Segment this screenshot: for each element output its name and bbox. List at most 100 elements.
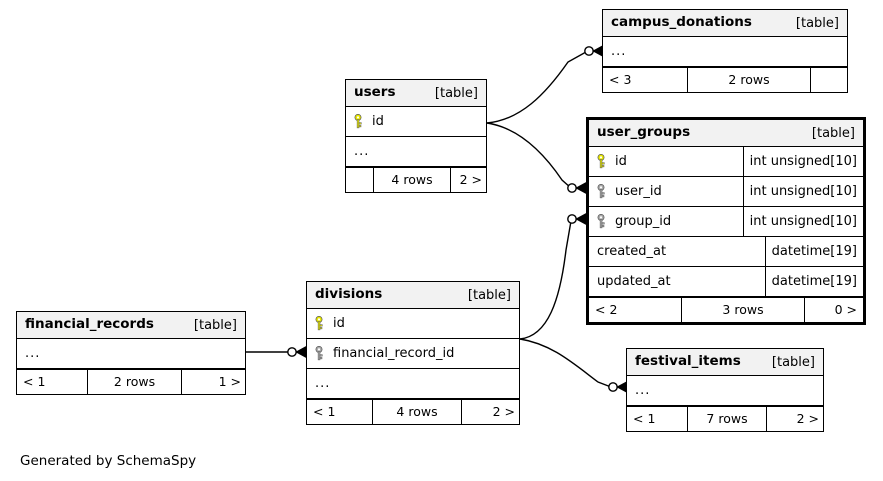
footer-prev-link[interactable]: < 2 — [595, 301, 618, 317]
footer-row-count: 2 rows — [687, 68, 811, 92]
footer-next-link[interactable]: 2 > — [492, 403, 515, 419]
table-header-festival_items[interactable]: festival_items [table] — [627, 349, 823, 376]
table-title-campus_donations: campus_donations — [611, 14, 752, 31]
table-node-users[interactable]: users [table] id...4 rows 2 > — [345, 79, 487, 193]
cardinality-zero-circle-icon — [567, 214, 577, 224]
column-label: id — [372, 114, 384, 129]
table-row-column[interactable]: financial_record_id — [307, 339, 519, 369]
primary-key-icon — [315, 316, 326, 331]
table-header-user_groups[interactable]: user_groups [table] — [589, 120, 863, 147]
column-name-cell: id — [346, 114, 486, 129]
foreign-key-icon — [315, 346, 326, 361]
column-label: id — [333, 316, 345, 331]
footer-prev-link[interactable]: < 1 — [633, 410, 656, 426]
column-name-cell: user_id — [589, 184, 743, 199]
column-type-cell: int unsigned[10] — [742, 177, 863, 206]
table-title-users: users — [354, 84, 396, 101]
relationship-users-to-user_groups-user_id — [486, 122, 590, 196]
table-header-divisions[interactable]: divisions [table] — [307, 282, 519, 309]
table-title-festival_items: festival_items — [635, 353, 741, 370]
footer-prev-link[interactable]: < 1 — [313, 403, 336, 419]
column-ellipsis: ... — [635, 383, 651, 398]
footer-prev-link[interactable]: < 3 — [609, 71, 632, 87]
column-label: user_id — [615, 184, 662, 199]
relationship-line — [486, 51, 587, 124]
column-label: financial_record_id — [333, 346, 455, 361]
cardinality-zero-circle-icon — [584, 46, 594, 56]
table-title-user_groups: user_groups — [597, 124, 691, 141]
table-kind-label-user_groups: [table] — [811, 125, 855, 141]
footer-row-count: 4 rows — [372, 400, 462, 424]
table-header-financial_records[interactable]: financial_records [table] — [17, 312, 245, 339]
table-kind-label-festival_items: [table] — [771, 354, 815, 370]
column-label: created_at — [597, 245, 667, 258]
column-type-cell: int unsigned[10] — [742, 207, 863, 236]
footer-next-link[interactable]: 2 > — [796, 410, 819, 426]
table-footer-festival_items: < 1 7 rows 2 > — [627, 406, 823, 431]
column-ellipsis: ... — [611, 44, 627, 59]
table-node-campus_donations[interactable]: campus_donations [table]... < 3 2 rows — [602, 9, 848, 93]
foreign-key-icon — [597, 214, 608, 229]
table-title-financial_records: financial_records — [25, 316, 154, 333]
table-row-column[interactable]: id — [346, 107, 486, 137]
table-row-more[interactable]: ... — [627, 376, 823, 406]
relationship-line — [519, 220, 572, 340]
footer-row-count: 4 rows — [373, 168, 451, 192]
table-row-more[interactable]: ... — [307, 369, 519, 399]
schemaspy-credit: Generated by SchemaSpy — [20, 453, 197, 469]
column-name-cell: created_at — [589, 245, 765, 258]
footer-row-count: 2 rows — [87, 370, 182, 394]
primary-key-icon — [597, 154, 608, 169]
table-row-column[interactable]: id — [307, 309, 519, 339]
table-title-divisions: divisions — [315, 286, 383, 303]
footer-next-link[interactable]: 2 > — [459, 171, 482, 187]
footer-next-link[interactable] — [811, 68, 849, 92]
cardinality-zero-circle-icon — [608, 382, 618, 392]
column-type-cell: datetime[19] — [764, 267, 863, 296]
primary-key-icon — [354, 114, 365, 129]
table-kind-label-users: [table] — [434, 85, 478, 101]
table-kind-label-campus_donations: [table] — [795, 15, 839, 31]
column-name-cell: updated_at — [589, 275, 765, 288]
table-row-column[interactable]: group_id int unsigned[10] — [589, 207, 863, 237]
column-name-cell: id — [307, 316, 519, 331]
column-name-cell: group_id — [589, 214, 743, 229]
foreign-key-icon — [597, 184, 608, 199]
relationship-divisions-to-festival_items — [519, 338, 631, 395]
table-row-column[interactable]: user_id int unsigned[10] — [589, 177, 863, 207]
table-footer-users: 4 rows 2 > — [346, 167, 486, 192]
footer-next-link[interactable]: 1 > — [218, 373, 241, 389]
table-footer-divisions: < 1 4 rows 2 > — [307, 399, 519, 424]
relationship-financial_records-to-divisions — [246, 344, 310, 360]
column-label: updated_at — [597, 275, 671, 288]
footer-next-link[interactable]: 0 > — [834, 301, 857, 317]
table-header-campus_donations[interactable]: campus_donations [table] — [603, 10, 847, 37]
column-ellipsis: ... — [25, 346, 41, 361]
cardinality-zero-circle-icon — [287, 347, 297, 357]
column-name-cell: financial_record_id — [307, 346, 519, 361]
table-kind-label-divisions: [table] — [467, 287, 511, 303]
footer-prev-link[interactable]: < 1 — [23, 373, 46, 389]
column-label: id — [615, 154, 627, 169]
footer-row-count: 7 rows — [687, 407, 767, 431]
table-row-column[interactable]: updated_at datetime[19] — [589, 267, 863, 297]
table-kind-label-financial_records: [table] — [193, 317, 237, 333]
column-type-cell: int unsigned[10] — [742, 147, 863, 176]
table-row-more[interactable]: ... — [603, 37, 847, 67]
table-row-more[interactable]: ... — [17, 339, 245, 369]
table-row-column[interactable]: id int unsigned[10] — [589, 147, 863, 177]
table-row-more[interactable]: ... — [346, 137, 486, 167]
table-node-divisions[interactable]: divisions [table] id financial_record_id...… — [306, 281, 520, 425]
table-node-festival_items[interactable]: festival_items [table]... < 1 7 rows 2 > — [626, 348, 824, 432]
column-label: group_id — [615, 214, 672, 229]
table-node-financial_records[interactable]: financial_records [table]... < 1 2 rows 1 > — [16, 311, 246, 395]
footer-prev-link[interactable] — [346, 168, 373, 192]
cardinality-zero-circle-icon — [567, 183, 577, 193]
relationship-users-to-campus_donations — [486, 43, 607, 124]
column-ellipsis: ... — [315, 376, 331, 391]
table-header-users[interactable]: users [table] — [346, 80, 486, 107]
